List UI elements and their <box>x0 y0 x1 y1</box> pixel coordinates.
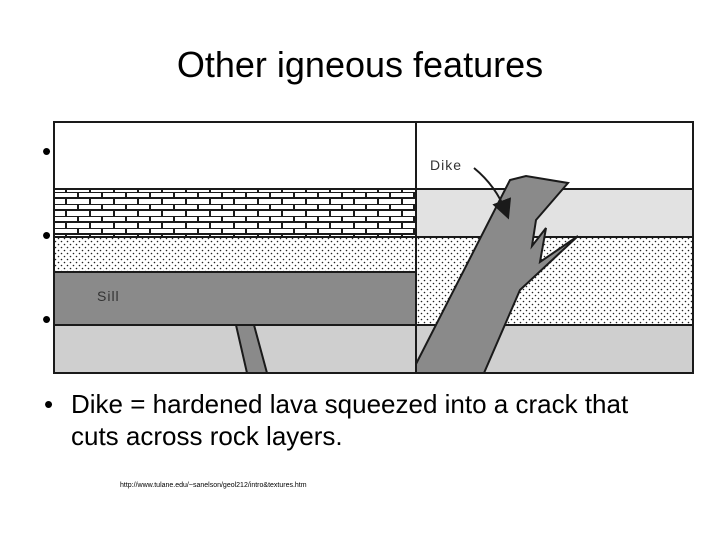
bottom-layer-left <box>54 325 416 373</box>
sky-layer-right <box>416 122 693 189</box>
sill-panel <box>54 122 416 373</box>
bullet-text: Dike = hardened lava squeezed into a cra… <box>40 388 660 452</box>
sky-layer-left <box>54 122 416 189</box>
bullet-item: • Dike = hardened lava squeezed into a c… <box>40 388 660 452</box>
source-url: http://www.tulane.edu/~sanelson/geol212/… <box>120 482 307 489</box>
dike-label: Dike <box>430 157 462 173</box>
limestone-layer-left <box>54 189 416 237</box>
sill-label: Sill <box>97 288 120 304</box>
bullet-dot: • <box>44 388 53 420</box>
sandstone-layer-left <box>54 237 416 272</box>
